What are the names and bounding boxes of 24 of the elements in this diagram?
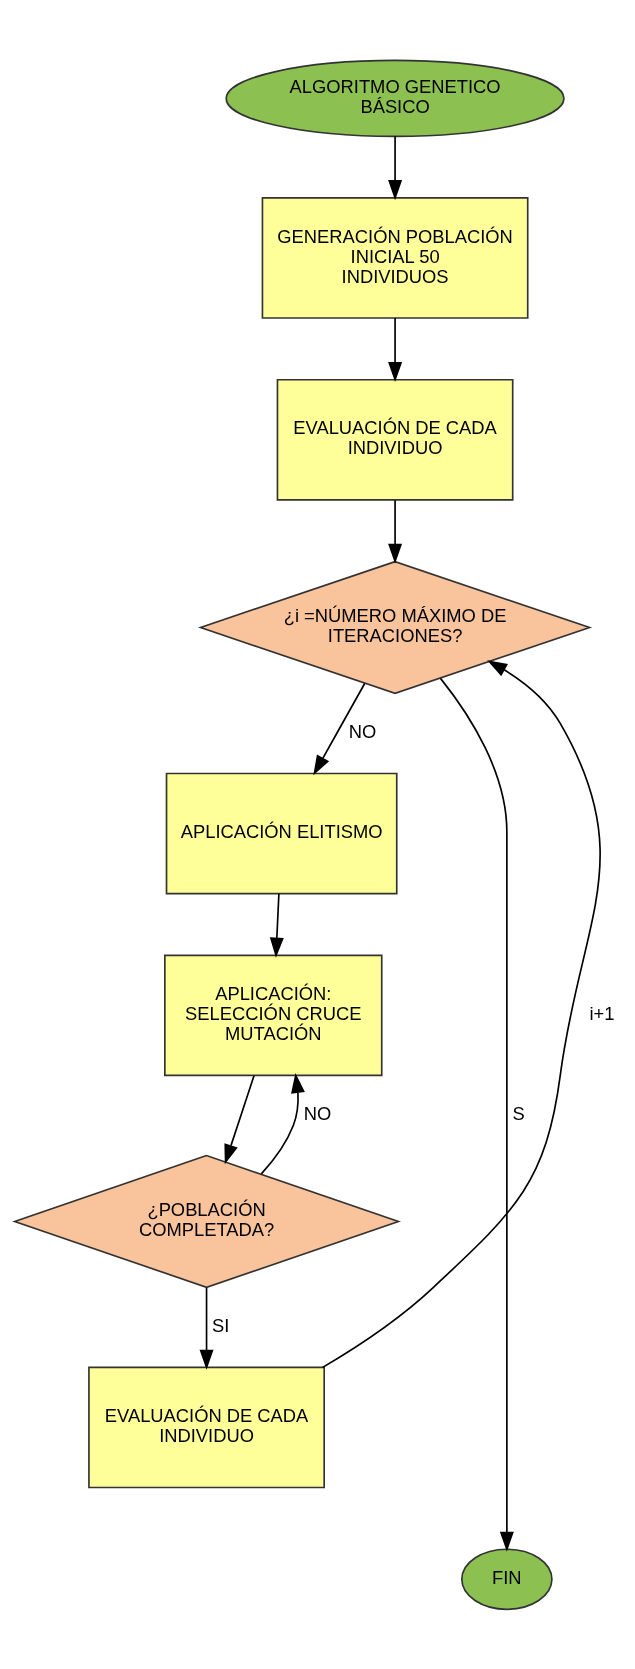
edge-label: NO: [303, 1102, 332, 1124]
arrow: [313, 682, 366, 775]
node-diamond: ¿POBLACIÓN COMPLETADA?: [12, 1154, 401, 1288]
arrow: [439, 677, 514, 1552]
arrow: [199, 1286, 214, 1370]
arrow: [388, 499, 403, 564]
arrow: [269, 892, 284, 958]
node-box: EVALUACIÓN DE CADA INDIVIDUO: [88, 1366, 325, 1488]
node-ellipse: ALGORITMO GENETICO BÁSICO: [225, 59, 565, 137]
arrow: [388, 135, 403, 200]
edge-label: S: [512, 1102, 525, 1124]
edge-label: NO: [348, 720, 377, 742]
node-box: EVALUACIÓN DE CADA INDIVIDUO: [276, 378, 514, 501]
edge-label: SI: [212, 1314, 230, 1336]
arrow: [321, 659, 601, 1368]
arrow: [388, 316, 403, 382]
node-diamond: ¿i =NÚMERO MÁXIMO DE ITERACIONES?: [198, 560, 593, 694]
arrow: [260, 1072, 305, 1175]
arrow: [224, 1074, 255, 1164]
edge-label: i+1: [589, 1002, 615, 1024]
node-box: APLICACIÓN: SELECCIÓN CRUCE MUTACIÓN: [164, 954, 383, 1076]
node-box: APLICACIÓN ELITISMO: [165, 772, 398, 894]
node-box: GENERACIÓN POBLACIÓN INICIAL 50 INDIVIDUOS: [261, 196, 529, 319]
node-ellipse: FIN: [460, 1547, 553, 1610]
